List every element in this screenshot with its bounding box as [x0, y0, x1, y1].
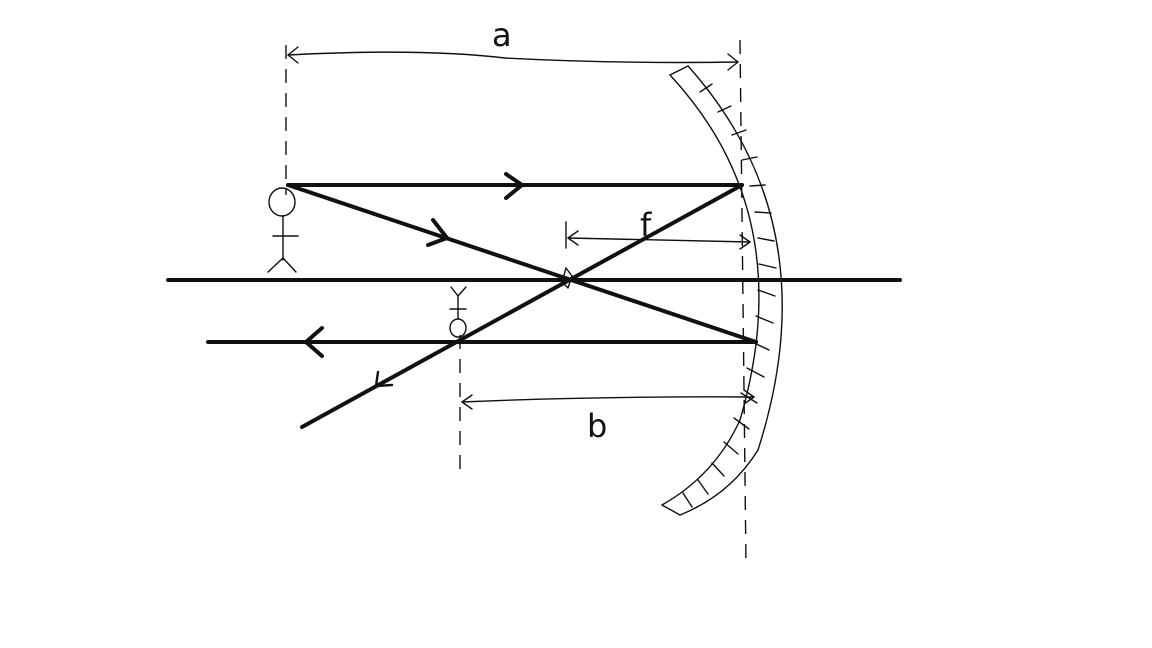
dimension-b: [461, 389, 755, 410]
ray-parallel-reflected: [300, 183, 744, 429]
ray-parallel-reflected-arrow: [374, 370, 394, 388]
ray-focal-reflected-arrow: [304, 326, 324, 358]
dimension-f: [565, 221, 751, 250]
focal-point-mark: [561, 267, 573, 289]
mirror-hatching: [682, 83, 777, 508]
object-stick-figure: [267, 187, 299, 273]
mirror-plane-line: [739, 39, 747, 566]
image-stick-figure: [449, 286, 467, 338]
label-a: a: [492, 16, 512, 54]
dimension-a: [287, 46, 739, 71]
ray-focal-incident: [286, 183, 758, 344]
label-b: b: [587, 407, 607, 445]
ray-focal-incident-arrow: [426, 218, 449, 247]
ray-parallel-incident-arrow: [504, 172, 524, 200]
concave-mirror: [661, 65, 783, 516]
